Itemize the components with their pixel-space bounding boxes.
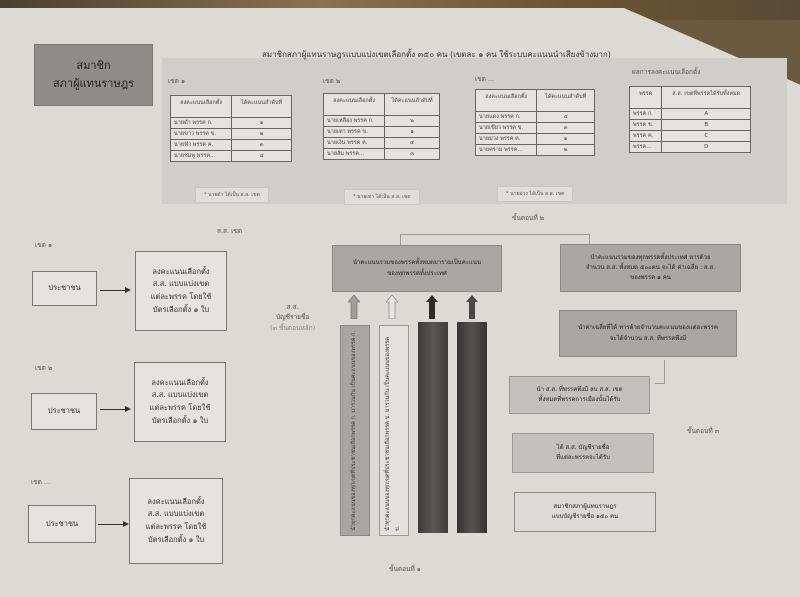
col-header: ลงคะแนนเลือกตั้ง (322, 93, 386, 116)
results-table: พรรคส.ส. เขตที่พรรคได้รับทั้งหมด พรรค ก.… (628, 86, 751, 153)
table-row: นายชมพู พรรค...๔ (169, 150, 292, 162)
col-header: ได้คะแนนลำดับที่ (231, 95, 292, 118)
voter-2-people-box: ประชาชน (31, 393, 97, 430)
table-row: นายม่วง พรรค ค.๑ (474, 133, 595, 145)
table-row: นายดำ พรรค ก.๑ (169, 117, 292, 129)
step3-connector (655, 360, 665, 384)
district-1-label: เขต ๑ (168, 77, 186, 85)
step2-label: ขั้นตอนที่ ๒ (512, 214, 545, 222)
step3-label: ขั้นตอนที่ ๓ (687, 427, 720, 435)
ss-khet-label: ส.ส. เขต (217, 227, 243, 235)
table-row: นายเขียว พรรค ข.๓ (474, 122, 595, 134)
step3-result-box: ได้ ส.ส. บัญชีรายชื่อที่แต่ละพรรคจะได้รั… (512, 433, 654, 473)
main-title: สมาชิกสภาผู้แทนราษฎรแบบแบ่งเขตเลือกตั้ง … (262, 50, 611, 59)
col-header: ได้คะแนนลำดับที่ (384, 93, 440, 116)
step1-label: ขั้นตอนที่ ๑ (389, 565, 421, 573)
district-1-table: ลงคะแนนเลือกตั้งได้คะแนนลำดับที่ นายดำ พ… (169, 95, 292, 162)
step2-entitled-box: นำค่าเฉลี่ยที่ได้ หารด้วยจำนวนคะแนนของแต… (559, 310, 737, 357)
party-c-total-column (418, 322, 448, 533)
voter-n-district: เขต ... (31, 478, 51, 486)
arrow-up-icon (426, 295, 438, 319)
title-box: สมาชิก สภาผู้แทนราษฎร (34, 44, 153, 106)
party-n-total-column (457, 322, 487, 533)
step2-average-box: นำคะแนนรวมของทุกพรรคทั้งประเทศ หารด้วยจำ… (560, 244, 741, 292)
party-a-total-column: นำทุกคะแนนของทุกเขตที่ประชาชนเลือกพรรค ก… (340, 325, 370, 536)
table-row: นายเหลือง พรรค ก.๒ (322, 115, 440, 127)
col-header: ส.ส. เขตที่พรรคได้รับทั้งหมด (661, 86, 751, 109)
voter-1-vote-box: ลงคะแนนเลือกตั้งส.ส. แบบแบ่งเขตแต่ละพรรค… (135, 251, 227, 331)
col-header: ลงคะแนนเลือกตั้ง (474, 89, 538, 112)
table-row: พรรค ข.B (628, 119, 751, 131)
table-row: นายเทา พรรค ข.๑ (322, 126, 440, 138)
table-row: นายคราม พรรค...๒ (474, 144, 595, 156)
party-list-total-box: สมาชิกสภาผู้แทนราษฎรแบบบัญชีรายชื่อ ๑๕๐ … (514, 492, 656, 532)
table-row: พรรค ก.A (628, 108, 751, 120)
district-n-note: * นายม่วง ได้เป็น ส.ส. เขต (497, 186, 574, 202)
party-list-label: ส.ส. บัญชีรายชื่อ (๓ ขั้นตอนหลัก) (270, 303, 316, 332)
arrow-up-icon (348, 295, 360, 319)
arrow-right-icon (100, 290, 125, 291)
table-row: พรรค...D (628, 141, 751, 153)
district-n-table: ลงคะแนนเลือกตั้งได้คะแนนลำดับที่ นายแดง … (474, 89, 595, 156)
table-row: นายส้ม พรรค...๓ (322, 148, 440, 160)
arrow-head-icon (125, 287, 131, 293)
voter-2-district: เขต ๒ (35, 364, 53, 372)
results-label: ผลการลงคะแนนเลือกตั้ง (632, 68, 701, 76)
voter-n-people-box: ประชาชน (28, 505, 96, 543)
title-line-2: สภาผู้แทนราษฎร (52, 77, 135, 90)
table-row: นายเงิน พรรค ค.๔ (322, 137, 440, 149)
district-n-label: เขต ... (475, 75, 495, 83)
arrow-up-icon (386, 295, 398, 319)
combine-total-box: นำคะแนนรวมของพรรคทั้งหมดมารวมเป็นคะแนนขอ… (332, 245, 502, 292)
title-line-1: สมาชิก (76, 59, 111, 73)
district-2-note: * นายเทา ได้เป็น ส.ส. เขต (344, 189, 420, 205)
table-row: นายขาว พรรค ข.๒ (169, 128, 292, 140)
voter-2-vote-box: ลงคะแนนเลือกตั้งส.ส. แบบแบ่งเขตแต่ละพรรค… (134, 362, 226, 442)
arrow-right-icon (100, 409, 125, 410)
district-2-table: ลงคะแนนเลือกตั้งได้คะแนนลำดับที่ นายเหลื… (322, 93, 440, 160)
voter-n-vote-box: ลงคะแนนเลือกตั้งส.ส. แบบแบ่งเขตแต่ละพรรค… (129, 478, 223, 564)
col-header: ได้คะแนนลำดับที่ (536, 89, 595, 112)
arrow-head-icon (125, 406, 131, 412)
arrow-head-icon (123, 521, 129, 527)
table-row: นายแดง พรรค ก.๔ (474, 111, 595, 123)
district-1-note: * นายดำ ได้เป็น ส.ส. เขต (195, 187, 269, 203)
col-header: พรรค (628, 86, 663, 109)
step3-subtract-box: นำ ส.ส. ที่พรรคพึงมี ลบ ส.ส. เขตทั้งหมดท… (509, 376, 650, 414)
party-b-total-column: นำทุกคะแนนของทุกเขตที่ประชาชนเลือกพรรค ข… (379, 325, 409, 536)
table-row: นายฟ้า พรรค ค.๓ (169, 139, 292, 151)
table-row: พรรค ค.C (628, 130, 751, 142)
voter-1-district: เขต ๑ (35, 241, 53, 249)
district-2-label: เขต ๒ (323, 77, 341, 85)
voter-1-people-box: ประชาชน (32, 271, 97, 306)
step2-connector (400, 234, 590, 246)
col-header: ลงคะแนนเลือกตั้ง (169, 95, 233, 118)
arrow-up-icon (466, 295, 478, 319)
arrow-right-icon (98, 524, 123, 525)
